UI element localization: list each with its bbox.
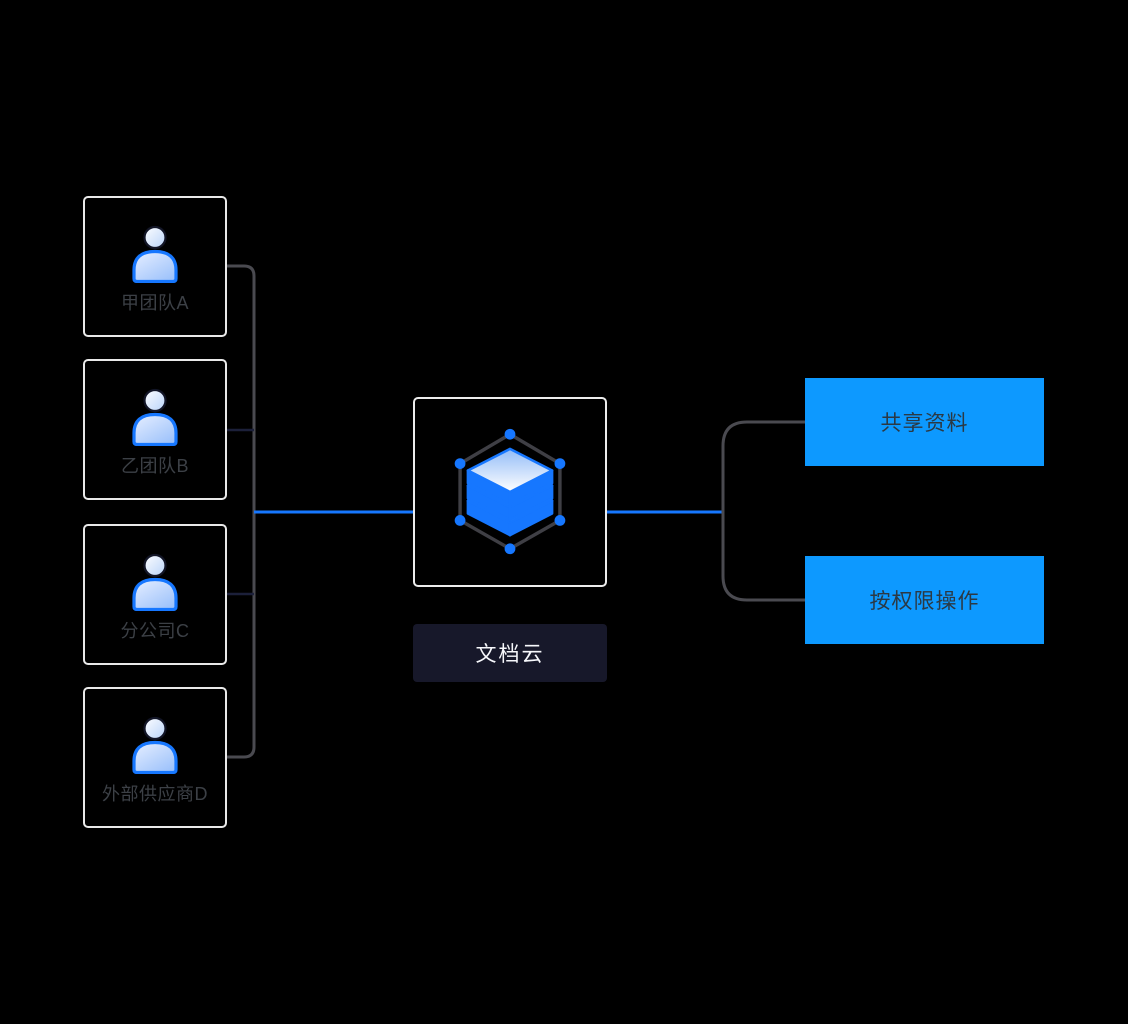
output-box-permission-operations: 按权限操作 — [805, 556, 1044, 644]
source-node-label: 外部供应商D — [102, 784, 208, 804]
center-node-title: 文档云 — [413, 624, 607, 682]
user-icon — [132, 553, 178, 611]
source-node-team-b: 乙团队B — [83, 359, 227, 500]
source-node-label: 甲团队A — [120, 293, 189, 313]
output-box-shared-materials: 共享资料 — [805, 378, 1044, 466]
document-stack-hexagon-icon — [454, 428, 566, 555]
right-bracket-line — [721, 420, 805, 602]
user-icon — [132, 388, 178, 446]
user-icon — [132, 716, 178, 774]
user-icon — [132, 225, 178, 283]
source-node-vendor-d: 外部供应商D — [83, 687, 227, 828]
source-node-label: 分公司C — [120, 621, 190, 641]
source-node-branch-c: 分公司C — [83, 524, 227, 665]
center-node-document-cloud — [413, 397, 607, 587]
left-bracket-line — [227, 264, 256, 759]
source-node-team-a: 甲团队A — [83, 196, 227, 337]
source-node-label: 乙团队B — [120, 456, 189, 476]
